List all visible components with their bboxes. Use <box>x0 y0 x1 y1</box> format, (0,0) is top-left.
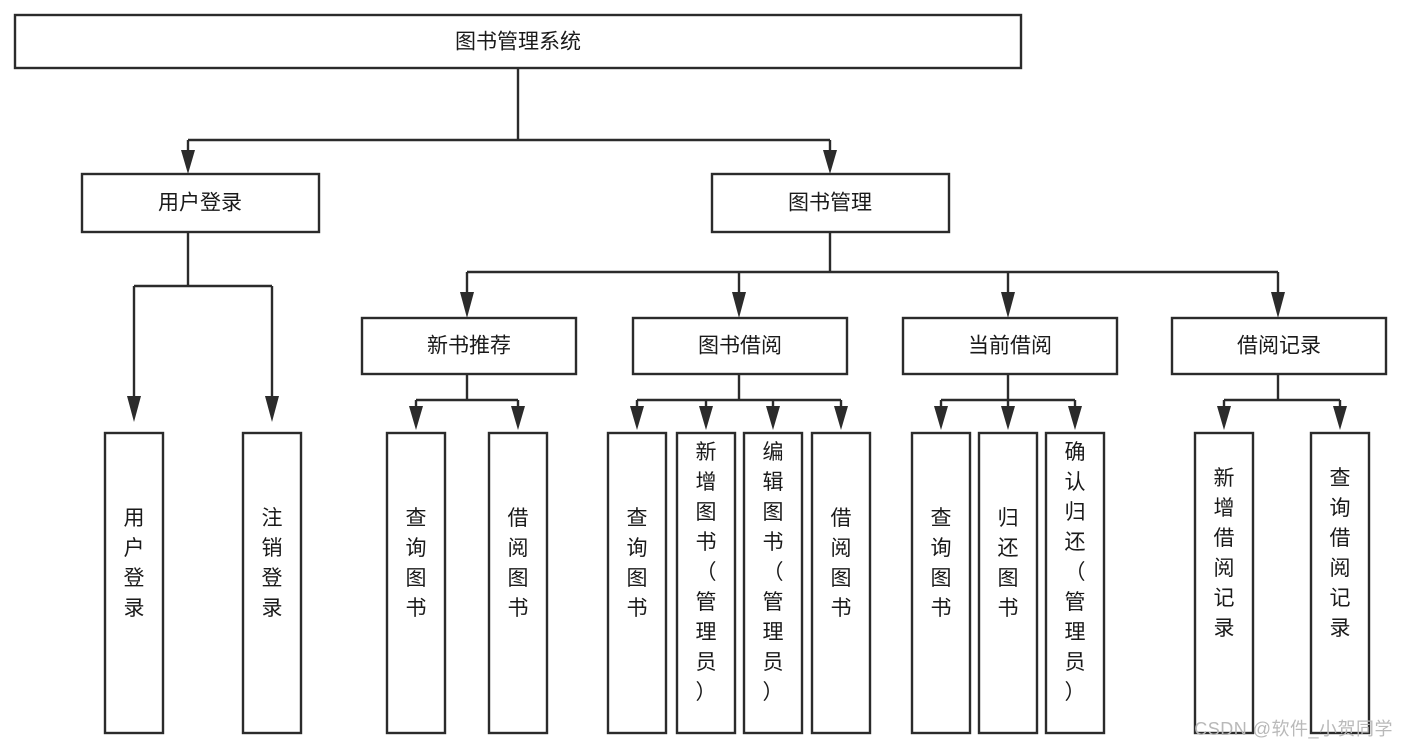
arrow-head-new-book-recommend <box>460 292 474 318</box>
node-new-book-recommend-label: 新书推荐 <box>427 335 511 358</box>
node-leaf-query-book-1[interactable]: 查询图书 <box>385 431 447 735</box>
node-leaf-confirm-return-label: 确认归还（管理员） <box>1065 441 1086 704</box>
node-root-label: 图书管理系统 <box>455 31 581 54</box>
arrow-head-leaf-user-logout <box>265 396 279 422</box>
node-borrow-record[interactable]: 借阅记录 <box>1170 316 1388 376</box>
arrow-head-leaf-query-book-3 <box>934 406 948 430</box>
node-leaf-query-book-2-box[interactable] <box>606 431 668 735</box>
node-leaf-edit-book[interactable]: 编辑图书（管理员） <box>742 431 804 735</box>
connector-layer <box>127 68 1347 430</box>
node-leaf-user-login-box[interactable] <box>103 431 165 735</box>
arrow-head-leaf-user-login <box>127 396 141 422</box>
node-book-manage-box[interactable] <box>710 172 951 234</box>
node-new-book-recommend-box[interactable] <box>360 316 578 376</box>
arrow-head-leaf-add-record <box>1217 406 1231 430</box>
node-leaf-return-book[interactable]: 归还图书 <box>977 431 1039 735</box>
node-leaf-query-record[interactable]: 查询借阅记录 <box>1309 431 1371 735</box>
node-current-borrow-label: 当前借阅 <box>968 335 1052 358</box>
node-book-borrow-label: 图书借阅 <box>698 335 782 358</box>
node-leaf-confirm-return[interactable]: 确认归还（管理员） <box>1044 431 1106 735</box>
node-leaf-borrow-book-1[interactable]: 借阅图书 <box>487 431 549 735</box>
node-leaf-return-book-label: 归还图书 <box>998 507 1019 620</box>
arrow-head-leaf-borrow-book-1 <box>511 406 525 430</box>
node-user-login[interactable]: 用户登录 <box>80 172 321 234</box>
arrow-head-leaf-borrow-book-2 <box>834 406 848 430</box>
node-leaf-edit-book-label: 编辑图书（管理员） <box>763 441 784 704</box>
arrow-head-leaf-query-book-2 <box>630 406 644 430</box>
node-leaf-query-book-3[interactable]: 查询图书 <box>910 431 972 735</box>
node-leaf-return-book-box[interactable] <box>977 431 1039 735</box>
watermark-text: CSDN @软件_小贺同学 <box>1194 719 1393 739</box>
node-leaf-add-book[interactable]: 新增图书（管理员） <box>675 431 737 735</box>
node-leaf-borrow-book-2-label: 借阅图书 <box>831 507 852 620</box>
node-leaf-user-login-label: 用户登录 <box>124 507 145 620</box>
node-leaf-edit-book-box[interactable] <box>742 431 804 735</box>
arrow-head-book-manage <box>823 150 837 174</box>
node-book-manage-label: 图书管理 <box>788 192 872 215</box>
node-leaf-borrow-book-1-box[interactable] <box>487 431 549 735</box>
node-borrow-record-box[interactable] <box>1170 316 1388 376</box>
arrow-head-leaf-return-book <box>1001 406 1015 430</box>
arrow-head-leaf-query-record <box>1333 406 1347 430</box>
arrow-head-book-borrow <box>732 292 746 318</box>
node-leaf-add-record-label: 新增借阅记录 <box>1214 467 1235 640</box>
node-current-borrow-box[interactable] <box>901 316 1119 376</box>
node-leaf-borrow-book-2-box[interactable] <box>810 431 872 735</box>
node-current-borrow[interactable]: 当前借阅 <box>901 316 1119 376</box>
node-leaf-query-book-1-box[interactable] <box>385 431 447 735</box>
node-root-box[interactable] <box>13 13 1023 70</box>
arrow-head-leaf-edit-book <box>766 406 780 430</box>
arrow-head-current-borrow <box>1001 292 1015 318</box>
node-leaf-query-book-3-label: 查询图书 <box>931 507 952 620</box>
node-leaf-user-logout[interactable]: 注销登录 <box>241 431 303 735</box>
node-leaf-user-logout-box[interactable] <box>241 431 303 735</box>
node-user-login-box[interactable] <box>80 172 321 234</box>
node-new-book-recommend[interactable]: 新书推荐 <box>360 316 578 376</box>
node-leaf-confirm-return-box[interactable] <box>1044 431 1106 735</box>
node-root[interactable]: 图书管理系统 <box>13 13 1023 70</box>
node-leaf-query-book-2[interactable]: 查询图书 <box>606 431 668 735</box>
node-leaf-query-book-2-label: 查询图书 <box>627 507 648 620</box>
node-leaf-query-record-label: 查询借阅记录 <box>1330 467 1351 640</box>
arrow-head-leaf-add-book <box>699 406 713 430</box>
node-leaf-borrow-book-1-label: 借阅图书 <box>508 507 529 620</box>
node-leaf-user-login[interactable]: 用户登录 <box>103 431 165 735</box>
node-book-manage[interactable]: 图书管理 <box>710 172 951 234</box>
node-book-borrow-box[interactable] <box>631 316 849 376</box>
node-leaf-borrow-book-2[interactable]: 借阅图书 <box>810 431 872 735</box>
arrow-head-leaf-query-book-1 <box>409 406 423 430</box>
node-leaf-add-record[interactable]: 新增借阅记录 <box>1193 431 1255 735</box>
node-leaf-query-book-1-label: 查询图书 <box>406 507 427 620</box>
node-leaf-query-book-3-box[interactable] <box>910 431 972 735</box>
node-leaf-add-book-label: 新增图书（管理员） <box>696 441 717 704</box>
arrow-head-leaf-confirm-return <box>1068 406 1082 430</box>
arrow-head-borrow-record <box>1271 292 1285 318</box>
node-leaf-query-record-box[interactable] <box>1309 431 1371 735</box>
node-leaf-user-logout-label: 注销登录 <box>262 507 283 620</box>
node-borrow-record-label: 借阅记录 <box>1237 335 1321 358</box>
node-leaf-add-book-box[interactable] <box>675 431 737 735</box>
node-user-login-label: 用户登录 <box>158 192 242 215</box>
node-leaf-add-record-box[interactable] <box>1193 431 1255 735</box>
node-book-borrow[interactable]: 图书借阅 <box>631 316 849 376</box>
arrow-head-user-login <box>181 150 195 174</box>
